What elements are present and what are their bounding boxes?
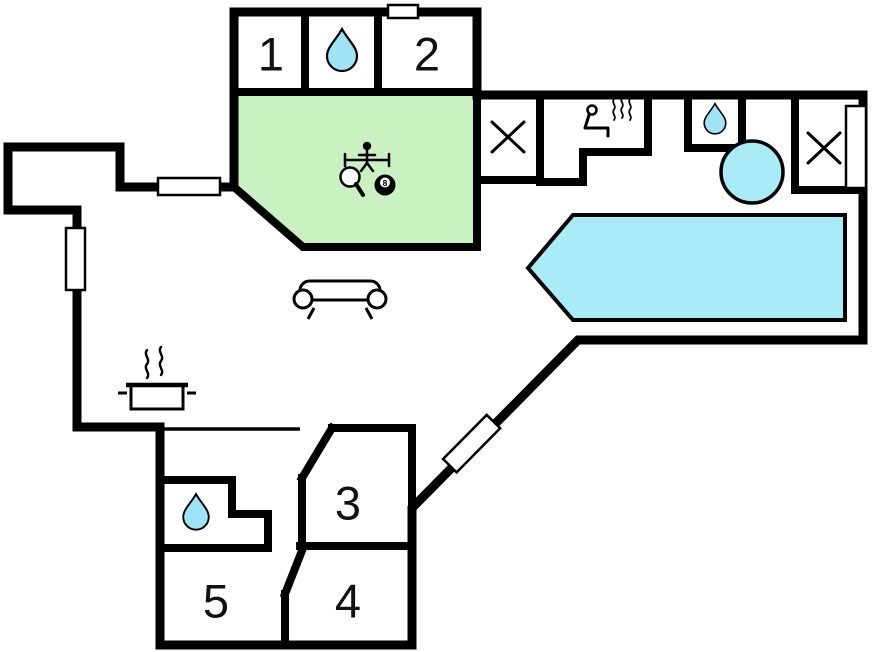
room-4-label: 4 xyxy=(335,575,361,628)
room-3-label: 3 xyxy=(335,477,361,530)
windows xyxy=(64,3,868,475)
window xyxy=(156,176,222,197)
foosball-icon xyxy=(343,141,391,173)
table-tennis-icon xyxy=(339,166,365,197)
eight-ball-icon: 8 xyxy=(374,174,396,196)
window xyxy=(441,413,502,475)
window xyxy=(64,226,87,292)
eight-ball-label: 8 xyxy=(383,178,388,188)
x-mark-icon xyxy=(490,120,526,154)
window xyxy=(844,104,868,190)
sauna-icon xyxy=(583,96,632,138)
room-1-label: 1 xyxy=(258,28,284,81)
sofa-icon xyxy=(292,279,388,320)
room-5-label: 5 xyxy=(203,575,229,628)
cooking-pot-icon xyxy=(118,345,196,411)
water-drop-icon xyxy=(703,102,727,135)
water-drop-icon xyxy=(325,27,359,73)
x-mark-icon xyxy=(806,131,842,165)
water-drop-icon xyxy=(182,493,210,531)
swimming-pool-icon xyxy=(525,213,847,322)
window xyxy=(386,3,420,20)
room-labels: 1 2 3 4 5 xyxy=(203,28,440,628)
room-2-label: 2 xyxy=(414,28,440,81)
hot-tub-icon xyxy=(719,139,785,205)
interior-walls xyxy=(156,8,867,649)
